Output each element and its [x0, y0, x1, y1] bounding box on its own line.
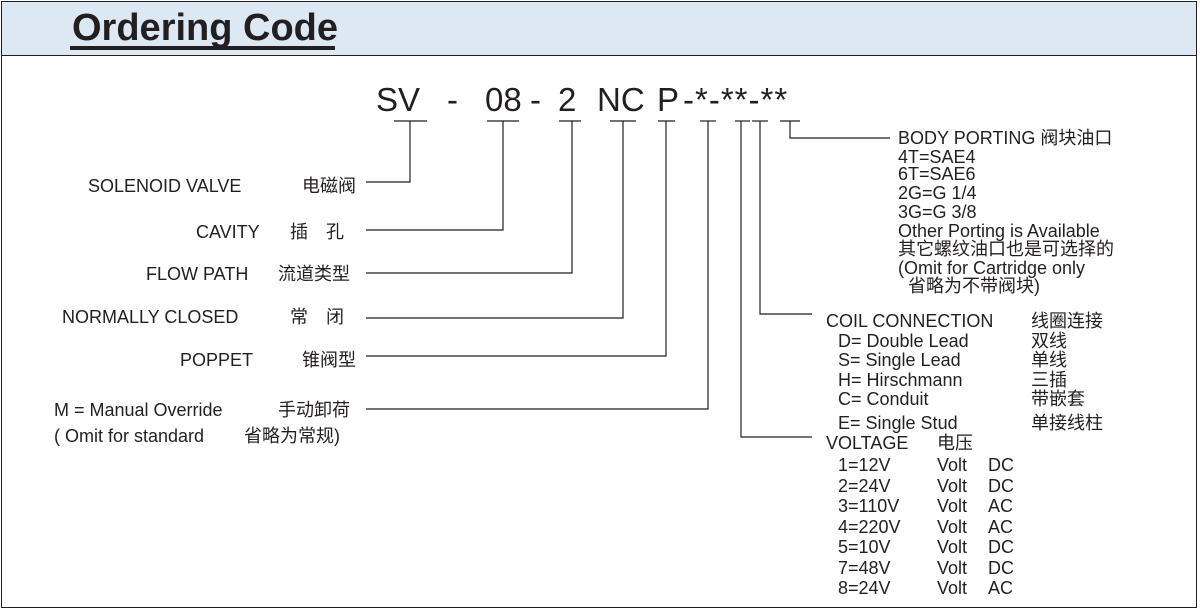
- label-solenoid-valve: SOLENOID VALVE: [88, 176, 242, 196]
- coil-item: H= Hirschmann: [838, 370, 963, 390]
- voltage-type: AC: [988, 496, 1014, 516]
- coil-item-cn: 三插: [1031, 370, 1067, 390]
- voltage-unit: Volt: [937, 537, 968, 557]
- voltage-code: 8=24V: [838, 578, 891, 598]
- label-flow-path-cn: 流道类型: [278, 264, 350, 284]
- label-omit-standard-cn: 省略为常规): [244, 426, 340, 446]
- body-porting-line: Other Porting is Available: [898, 221, 1100, 241]
- voltage-type: DC: [988, 476, 1014, 496]
- voltage-type: AC: [988, 578, 1014, 598]
- leader-body-porting: [789, 121, 890, 139]
- voltage-code: 3=110V: [838, 496, 900, 516]
- voltage-unit: Volt: [937, 578, 968, 598]
- coil-title-cn: 线圈连接: [1031, 311, 1103, 331]
- code-08: 08: [485, 81, 522, 118]
- voltage-type: DC: [988, 455, 1014, 475]
- code-sv: SV: [376, 81, 421, 118]
- voltage-code: 7=48V: [838, 558, 891, 578]
- body-porting-line: 2G=G 1/4: [898, 183, 977, 203]
- voltage-type: AC: [988, 517, 1014, 537]
- label-normally-closed-cn: 常 闭: [290, 307, 344, 327]
- leader-manual-override: [366, 121, 709, 410]
- voltage-unit: Volt: [937, 558, 968, 578]
- label-solenoid-valve-cn: 电磁阀: [302, 176, 356, 196]
- body-porting-line: 4T=SAE4: [898, 147, 976, 167]
- label-manual-override-cn: 手动卸荷: [278, 400, 350, 420]
- voltage-unit: Volt: [937, 517, 968, 537]
- label-poppet-cn: 锥阀型: [302, 350, 356, 370]
- code-dash-2: -: [530, 81, 541, 118]
- leader-coil: [759, 121, 812, 315]
- voltage-code: 4=220V: [838, 517, 901, 537]
- label-poppet: POPPET: [180, 350, 254, 370]
- body-porting-line: 3G=G 3/8: [898, 202, 977, 222]
- coil-item: C= Conduit: [838, 389, 929, 409]
- code-dash-1: -: [447, 81, 458, 118]
- leader-poppet: [366, 121, 667, 357]
- body-porting-line: (Omit for Cartridge only: [898, 258, 1086, 278]
- coil-item-cn: 单接线柱: [1031, 413, 1103, 433]
- voltage-unit: Volt: [937, 476, 968, 496]
- body-porting-line: 其它螺纹油口也是可选择的: [898, 239, 1114, 259]
- voltage-unit: Volt: [937, 496, 968, 516]
- coil-item-cn: 单线: [1031, 350, 1067, 370]
- leader-voltage: [740, 121, 812, 438]
- voltage-title-cn: 电压: [937, 433, 973, 453]
- coil-item: D= Double Lead: [838, 331, 969, 351]
- voltage-code: 2=24V: [838, 476, 891, 496]
- label-manual-override: M = Manual Override: [54, 400, 223, 420]
- coil-item: S= Single Lead: [838, 350, 961, 370]
- coil-title: COIL CONNECTION: [826, 311, 994, 331]
- label-cavity-cn: 插 孔: [290, 222, 344, 242]
- voltage-code: 1=12V: [838, 455, 891, 475]
- code-nc: NC: [597, 81, 645, 118]
- label-cavity: CAVITY: [196, 222, 260, 242]
- voltage-title: VOLTAGE: [826, 433, 909, 453]
- label-normally-closed: NORMALLY CLOSED: [62, 307, 239, 327]
- voltage-type: DC: [988, 537, 1014, 557]
- label-omit-standard: ( Omit for standard: [54, 426, 205, 446]
- code-options: -*-**-**: [683, 81, 789, 118]
- coil-item: E= Single Stud: [838, 413, 958, 433]
- coil-item-cn: 带嵌套: [1031, 389, 1085, 409]
- label-flow-path: FLOW PATH: [146, 264, 249, 284]
- voltage-unit: Volt: [937, 455, 968, 475]
- code-p: P: [657, 81, 680, 118]
- leader-solenoid-valve: [366, 121, 411, 183]
- body-porting-line: 省略为不带阀块): [908, 276, 1040, 296]
- voltage-code: 5=10V: [838, 537, 891, 557]
- body-porting-line: 6T=SAE6: [898, 164, 976, 184]
- leader-flow-path: [366, 121, 573, 274]
- leader-cavity: [366, 121, 504, 231]
- page-title: Ordering Code: [72, 7, 339, 49]
- body-porting-title: BODY PORTING 阀块油口: [898, 128, 1113, 148]
- coil-item-cn: 双线: [1031, 331, 1067, 351]
- leader-normally-closed: [366, 121, 624, 319]
- title-underline: [70, 46, 335, 50]
- code-2: 2: [558, 81, 577, 118]
- voltage-type: DC: [988, 558, 1014, 578]
